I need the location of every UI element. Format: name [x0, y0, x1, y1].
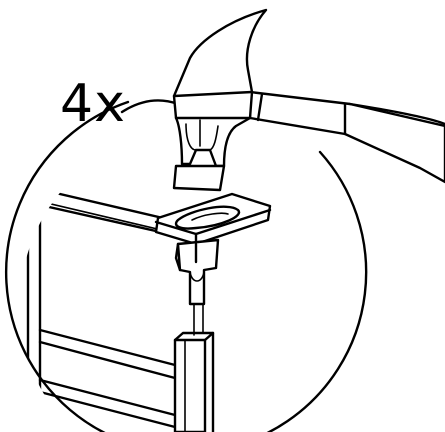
detail-circle: [4, 100, 368, 432]
corner-connector: [154, 192, 272, 306]
callout-leader-line: [120, 99, 180, 114]
frame-lower-rail: [38, 328, 177, 367]
hammer-icon: [172, 8, 445, 192]
frame-assembly: [20, 174, 215, 432]
quantity-label: 4x: [60, 74, 126, 134]
square-tube: [173, 331, 215, 432]
